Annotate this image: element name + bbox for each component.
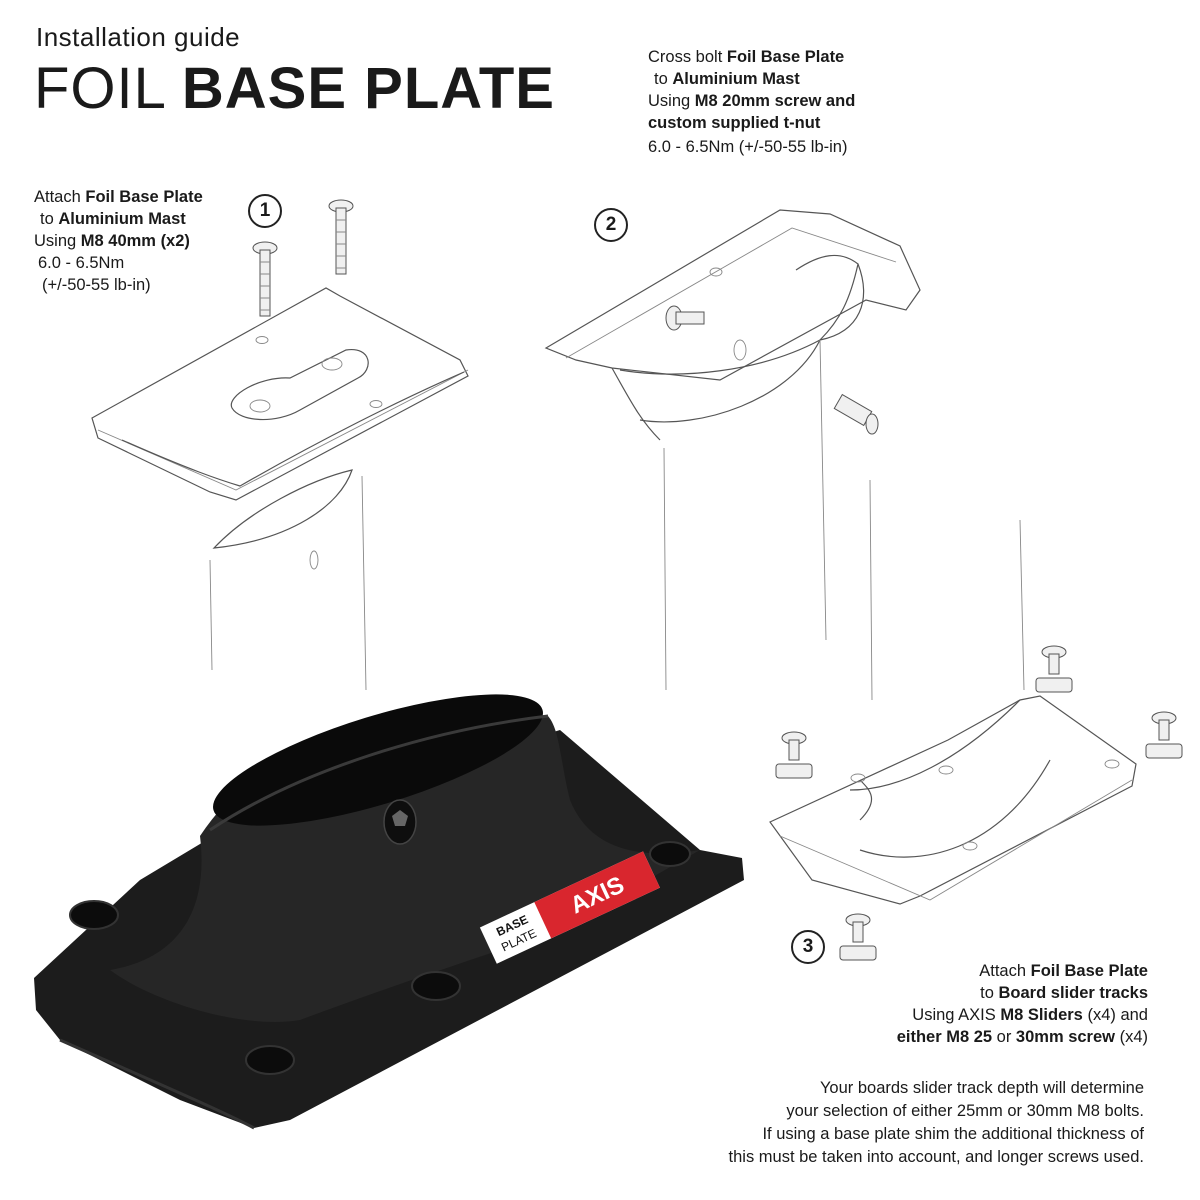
note-line: this must be taken into account, and lon… — [728, 1148, 1144, 1166]
brand-label — [534, 851, 660, 939]
slider-screw-icon — [775, 731, 813, 779]
step2-text: to — [654, 70, 673, 88]
step2-bold: M8 20mm screw and — [694, 92, 856, 110]
step3-instructions: Attach Foil Base Plate to Board slider t… — [897, 960, 1148, 1048]
note-line: Your boards slider track depth will dete… — [819, 1079, 1144, 1097]
step-number-1: 1 — [248, 194, 282, 228]
step2-torque: 6.0 - 6.5Nm (+/-50-55 lb-in) — [648, 138, 848, 156]
step1-text: Using — [34, 232, 81, 250]
slider-screw-icon — [1145, 711, 1183, 759]
step1-bold: Foil Base Plate — [85, 188, 203, 206]
page-title: FOIL BASE PLATE — [34, 60, 555, 118]
step3-text: Attach — [979, 962, 1031, 980]
step3-bold: Foil Base Plate — [1030, 962, 1148, 980]
step1-torque: 6.0 - 6.5Nm — [38, 254, 125, 272]
step2-instructions: Cross bolt Foil Base Plate to Aluminium … — [648, 46, 855, 158]
note-line: your selection of either 25mm or 30mm M8… — [786, 1102, 1144, 1120]
screw-icon — [328, 199, 354, 275]
title-light: FOIL — [34, 56, 165, 121]
product-render: AXIS BASE PLATE — [34, 694, 744, 1130]
step2-illustration — [544, 209, 1025, 701]
step2-bold: custom supplied t-nut — [648, 114, 821, 132]
step2-text: Using — [648, 92, 695, 110]
screw-icon — [665, 305, 705, 331]
step3-text: (x4) and — [1082, 1006, 1148, 1024]
slider-depth-note: Your boards slider track depth will dete… — [729, 1077, 1144, 1169]
step2-bold: Foil Base Plate — [726, 48, 845, 66]
step-number-2: 2 — [594, 208, 628, 242]
step1-bold: M8 40mm (x2) — [80, 232, 190, 250]
step3-bold: M8 Sliders — [1000, 1006, 1083, 1024]
slider-screw-icon — [839, 913, 877, 961]
t-nut-icon — [833, 393, 879, 435]
step3-text: or — [992, 1028, 1016, 1046]
note-line: If using a base plate shim the additiona… — [762, 1125, 1144, 1143]
screw-icon — [252, 241, 278, 317]
step3-text: Using AXIS — [912, 1006, 1001, 1024]
step1-text: Attach — [34, 188, 86, 206]
step3-text: to — [980, 984, 999, 1002]
step1-bold: Aluminium Mast — [58, 210, 186, 228]
step3-bold: Board slider tracks — [998, 984, 1148, 1002]
step-number-3: 3 — [791, 930, 825, 964]
step1-instructions: Attach Foil Base Plate to Aluminium Mast… — [34, 186, 203, 296]
step1-illustration — [91, 199, 469, 691]
step2-text: Cross bolt — [648, 48, 727, 66]
step3-bold: either M8 25 — [896, 1028, 993, 1046]
step1-torque-lb: (+/-50-55 lb-in) — [42, 276, 151, 294]
step3-illustration — [769, 645, 1183, 961]
step1-text: to — [40, 210, 59, 228]
step3-text: (x4) — [1115, 1028, 1148, 1046]
slider-screw-icon — [1035, 645, 1073, 693]
step3-bold: 30mm screw — [1015, 1028, 1115, 1046]
step2-bold: Aluminium Mast — [672, 70, 800, 88]
title-bold: BASE PLATE — [181, 56, 555, 121]
page-subtitle: Installation guide — [36, 22, 241, 52]
